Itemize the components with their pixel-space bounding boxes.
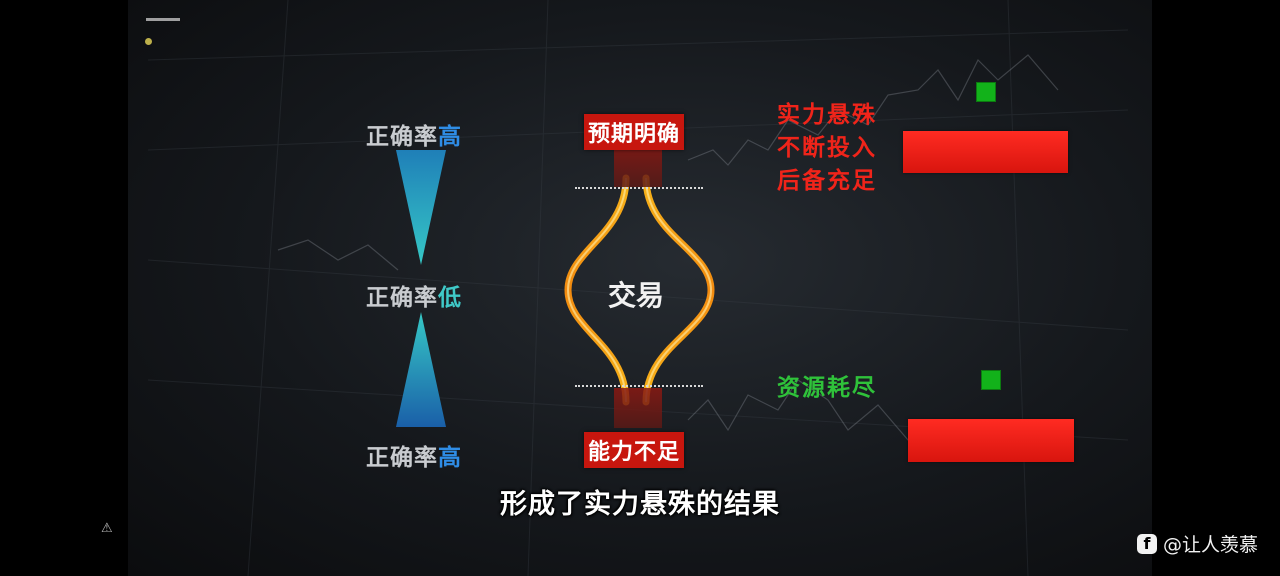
accuracy-low-label: 正确率低 <box>366 285 462 311</box>
bottom-dotted-line <box>575 385 703 387</box>
app-logo-icon: f <box>1137 533 1157 554</box>
triangle-down <box>396 150 446 265</box>
green-marker-bottom <box>981 370 1001 390</box>
red-bar-bottom <box>908 419 1074 462</box>
stock-screen-background <box>147 0 1129 576</box>
clear-expectation-box: 预期明确 <box>584 114 685 150</box>
warning-icon[interactable]: ⚠ <box>101 521 113 536</box>
right-line-2: 不断投入 <box>777 135 877 161</box>
right-line-1: 实力悬殊 <box>777 102 877 128</box>
accuracy-high-top-label: 正确率高 <box>366 124 462 150</box>
insufficient-ability-box: 能力不足 <box>584 432 685 468</box>
video-frame[interactable]: 正确率高 正确率低 正确率高 预期明确 交易 能力不足 实力悬殊 不断投入 后备… <box>128 0 1152 576</box>
resources-exhausted-label: 资源耗尽 <box>777 375 877 401</box>
trade-label: 交易 <box>608 279 665 312</box>
accuracy-high-bottom-label: 正确率高 <box>366 445 462 471</box>
top-dotted-line <box>575 187 703 189</box>
strength-gap-lines: 实力悬殊 不断投入 后备充足 <box>777 99 877 198</box>
red-bar-top <box>903 131 1068 173</box>
bottom-connector <box>614 388 662 428</box>
green-marker-top <box>976 82 996 102</box>
watermark: f @让人羡慕 <box>1137 530 1258 557</box>
watermark-text: @让人羡慕 <box>1163 534 1259 556</box>
top-connector <box>614 147 662 187</box>
corner-mark <box>146 18 180 21</box>
video-subtitle: 形成了实力悬殊的结果 <box>500 489 780 520</box>
corner-dot <box>145 38 152 45</box>
triangle-up <box>396 312 446 427</box>
right-line-3: 后备充足 <box>777 168 877 194</box>
